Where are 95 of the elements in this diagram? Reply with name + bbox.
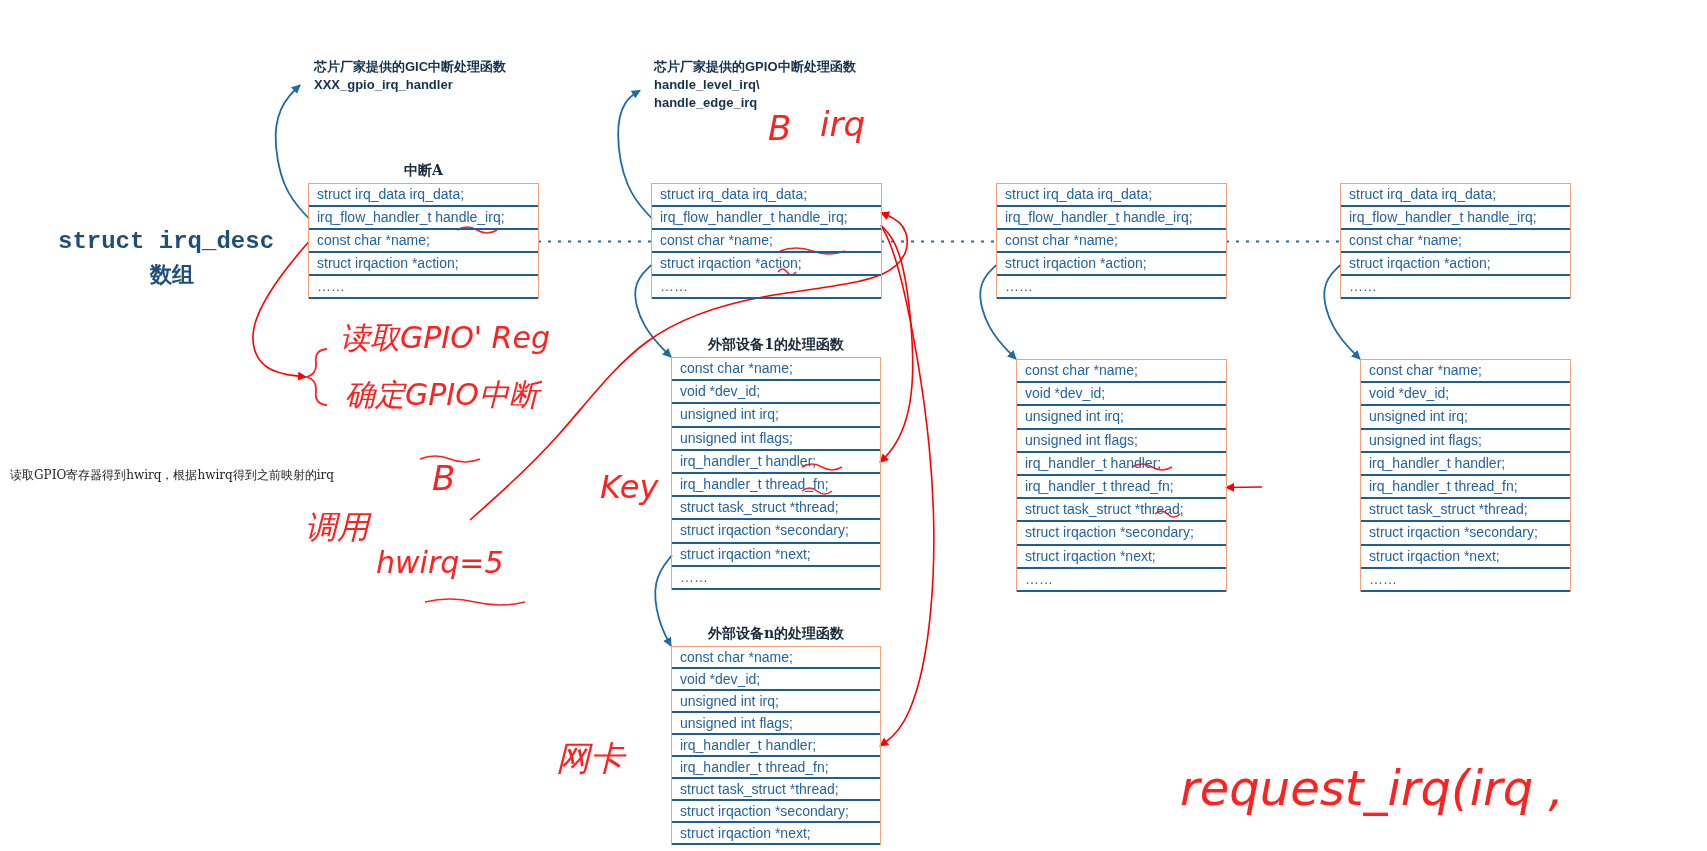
struct-field-row: struct irqaction *secondary;: [1017, 522, 1226, 546]
pointer-arrow: [634, 263, 672, 358]
struct-field-row: void *dev_id;: [1361, 383, 1570, 407]
array-label: 数组: [150, 260, 194, 289]
struct-field-row: ……: [1341, 276, 1570, 299]
struct-field-row: unsigned int irq;: [1361, 406, 1570, 430]
struct-field-row: irq_flow_handler_t handle_irq;: [997, 207, 1226, 230]
handwritten-note: irq: [820, 104, 865, 144]
handwritten-note: Key: [600, 468, 659, 506]
struct-table: [1016, 359, 1227, 592]
struct-field-row: void *dev_id;: [672, 669, 880, 691]
struct-field-row: struct task_struct *thread;: [1017, 499, 1226, 523]
struct-field-row: struct task_struct *thread;: [672, 497, 880, 521]
pointer-arrow: [654, 554, 673, 647]
pointer-arrow: [979, 263, 1017, 360]
annotation-arrow: [1225, 482, 1263, 492]
struct-table: [651, 183, 882, 299]
function-name: XXX_gpio_irq_handler: [314, 76, 454, 94]
struct-field-row: const char *name;: [672, 358, 880, 382]
struct-field-row: struct irqaction *next;: [672, 543, 880, 567]
handwritten-note: hwirq=5: [376, 545, 504, 580]
struct-field-row: irq_handler_t thread_fn;: [672, 757, 880, 779]
note-text: 读取GPIO寄存器得到hwirq，根据hwirq得到之前映射的irq: [10, 467, 334, 484]
pointer-arrow: [274, 84, 310, 220]
struct-field-row: irq_flow_handler_t handle_irq;: [1341, 207, 1570, 230]
struct-field-row: ……: [1361, 568, 1570, 592]
handwritten-note: B: [768, 108, 792, 148]
struct-field-row: struct irqaction *action;: [652, 253, 881, 276]
annotation-arrow: [252, 240, 310, 381]
annotation-arrow: [469, 211, 908, 521]
struct-table: [1340, 183, 1571, 299]
struct-field-row: const char *name;: [1017, 360, 1226, 384]
struct-field-row: irq_flow_handler_t handle_irq;: [309, 207, 538, 230]
struct-field-row: struct task_struct *thread;: [672, 779, 880, 801]
function-name: handle_level_irq\: [654, 76, 761, 94]
struct-field-row: struct irq_data irq_data;: [1341, 184, 1570, 207]
struct-field-row: struct irqaction *secondary;: [672, 520, 880, 544]
dotted-connector: [1225, 240, 1342, 243]
struct-field-row: struct irqaction *action;: [1341, 253, 1570, 276]
struct-field-row: irq_flow_handler_t handle_irq;: [652, 207, 881, 230]
struct-field-row: struct irqaction *next;: [1361, 545, 1570, 569]
struct-field-row: unsigned int flags;: [672, 713, 880, 735]
struct-field-row: irq_handler_t handler;: [1361, 452, 1570, 476]
struct-field-row: void *dev_id;: [1017, 383, 1226, 407]
struct-field-row: struct irqaction *action;: [997, 253, 1226, 276]
struct-field-row: unsigned int flags;: [672, 427, 880, 451]
function-heading: 芯片厂家提供的GIC中断处理函数: [314, 58, 507, 76]
struct-field-row: struct irq_data irq_data;: [997, 184, 1226, 207]
struct-field-row: irq_handler_t thread_fn;: [1017, 475, 1226, 500]
table-heading: 外部设备1的处理函数: [707, 336, 845, 354]
struct-field-row: unsigned int irq;: [1017, 406, 1226, 430]
struct-field-row: struct irqaction *action;: [309, 253, 538, 276]
struct-field-row: ……: [672, 566, 880, 590]
struct-name-label: struct irq_desc: [58, 228, 275, 255]
struct-field-row: unsigned int irq;: [672, 404, 880, 428]
struct-field-row: const char *name;: [1361, 360, 1570, 384]
pointer-arrow: [1323, 263, 1361, 360]
handwritten-note: request_irq(irq ,: [1180, 760, 1564, 816]
struct-table: [996, 183, 1227, 299]
function-heading: 芯片厂家提供的GPIO中断处理函数: [654, 58, 856, 76]
struct-field-row: ……: [309, 276, 538, 299]
struct-field-row: struct irqaction *secondary;: [1361, 522, 1570, 546]
struct-field-row: struct task_struct *thread;: [1361, 499, 1570, 523]
annotation-arrow: [879, 224, 914, 464]
struct-field-row: struct irqaction *secondary;: [672, 801, 880, 823]
struct-field-row: irq_handler_t handler;: [672, 735, 880, 757]
annotation-arrow: [879, 224, 935, 747]
struct-field-row: const char *name;: [672, 647, 880, 669]
struct-field-row: ……: [997, 276, 1226, 299]
table-heading: 中断A: [403, 162, 444, 180]
struct-field-row: const char *name;: [652, 230, 881, 253]
handwritten-note: B: [432, 458, 456, 498]
struct-field-row: struct irq_data irq_data;: [309, 184, 538, 207]
struct-field-row: irq_handler_t handler;: [1017, 452, 1226, 476]
struct-field-row: unsigned int flags;: [1361, 429, 1570, 453]
struct-field-row: irq_handler_t handler;: [672, 450, 880, 474]
struct-field-row: ……: [652, 276, 881, 299]
struct-field-row: unsigned int flags;: [1017, 429, 1226, 453]
table-heading: 外部设备n的处理函数: [706, 625, 846, 643]
struct-field-row: struct irq_data irq_data;: [652, 184, 881, 207]
function-name: handle_edge_irq: [654, 94, 759, 112]
struct-field-row: unsigned int irq;: [672, 691, 880, 713]
struct-field-row: const char *name;: [1341, 230, 1570, 253]
struct-field-row: const char *name;: [309, 230, 538, 253]
handwritten-note: 读取GPIO' Reg: [340, 319, 550, 357]
dotted-connector: [537, 240, 653, 243]
struct-field-row: irq_handler_t thread_fn;: [1361, 475, 1570, 500]
struct-field-row: struct irqaction *next;: [672, 823, 880, 845]
struct-field-row: struct irqaction *next;: [1017, 545, 1226, 569]
struct-field-row: ……: [1017, 568, 1226, 592]
struct-field-row: irq_handler_t thread_fn;: [672, 473, 880, 498]
struct-table: [1360, 359, 1571, 592]
pointer-arrow: [617, 89, 653, 220]
struct-field-row: const char *name;: [997, 230, 1226, 253]
struct-field-row: void *dev_id;: [672, 381, 880, 405]
